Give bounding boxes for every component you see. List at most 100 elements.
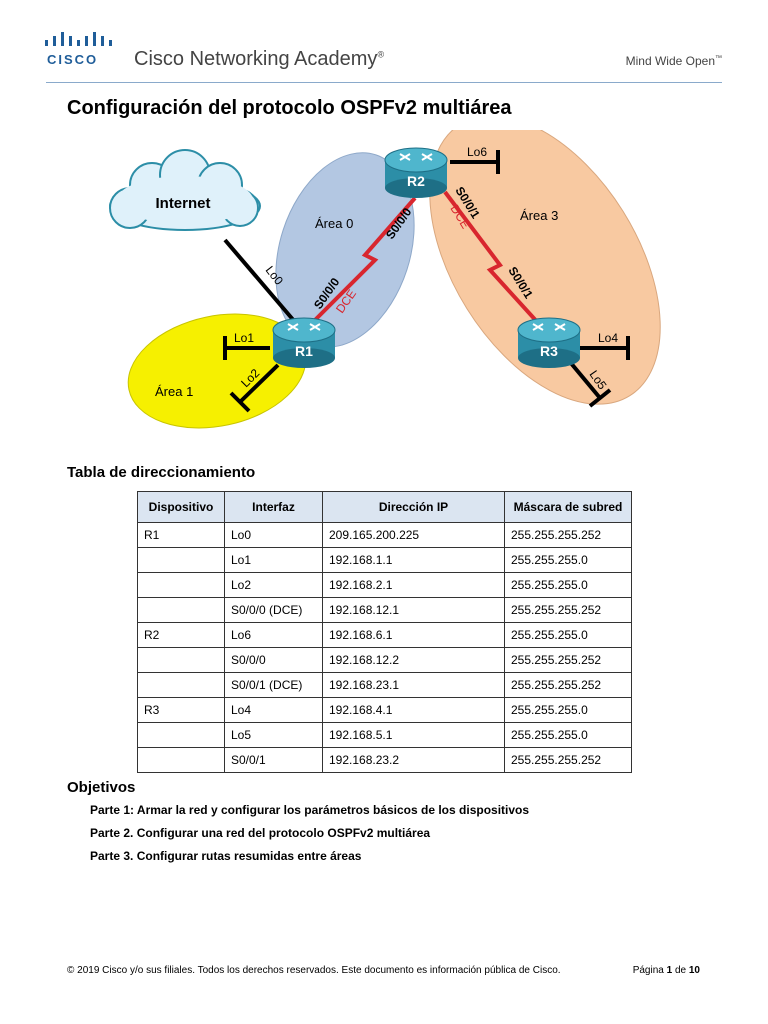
device-cell (137, 597, 225, 623)
cisco-logo-text: CISCO (47, 52, 99, 67)
cisco-logo-icon (45, 32, 112, 46)
column-header: Dirección IP (322, 491, 505, 523)
objectives-heading: Objetivos (67, 779, 136, 796)
tagline-text: Mind Wide Open (625, 54, 715, 68)
device-cell (137, 722, 225, 748)
area-3-ellipse (429, 130, 661, 405)
router-r1-icon (272, 317, 336, 368)
device-cell (137, 547, 225, 573)
serial-link-r2-r3 (443, 190, 542, 327)
ip-cell: 192.168.23.2 (322, 747, 505, 773)
ip-cell: 209.165.200.225 (322, 522, 505, 548)
area-3-label: Área 3 (520, 208, 558, 223)
device-cell: R1 (137, 522, 225, 548)
lo5-stub (568, 360, 612, 408)
addressing-heading: Tabla de direccionamiento (67, 464, 256, 481)
objective-item: Parte 2. Configurar una red del protocol… (90, 826, 431, 840)
lo1-label: Lo1 (234, 331, 254, 345)
page-total: 10 (688, 965, 700, 976)
page-title: Configuración del protocolo OSPFv2 multi… (67, 97, 512, 119)
router-r2-icon (384, 147, 448, 198)
ip-cell: 192.168.12.2 (322, 647, 505, 673)
interface-cell: Lo5 (224, 722, 323, 748)
objectives-list: Parte 1: Armar la red y configurar los p… (90, 803, 529, 872)
mask-cell: 255.255.255.252 (504, 672, 632, 698)
area-0-label: Área 0 (315, 216, 353, 231)
ip-cell: 192.168.4.1 (322, 697, 505, 723)
lo4-stub (580, 336, 630, 360)
lo0-link (223, 238, 297, 324)
device-cell (137, 672, 225, 698)
interface-cell: S0/0/0 (224, 647, 323, 673)
mask-cell: 255.255.255.252 (504, 747, 632, 773)
column-header: Interfaz (224, 491, 323, 523)
interface-cell: S0/0/0 (DCE) (224, 597, 323, 623)
column-header: Máscara de subred (504, 491, 632, 523)
tagline: Mind Wide Open™ (626, 54, 722, 68)
mask-cell: 255.255.255.0 (504, 572, 632, 598)
interface-cell: Lo0 (224, 522, 323, 548)
serial-link-r1-r2 (303, 196, 417, 332)
device-cell: R2 (137, 622, 225, 648)
lo6-label: Lo6 (467, 145, 487, 159)
mask-cell: 255.255.255.0 (504, 697, 632, 723)
ip-cell: 192.168.12.1 (322, 597, 505, 623)
area-1-label: Área 1 (155, 384, 193, 399)
page-label: Página (632, 965, 664, 976)
interface-cell: Lo4 (224, 697, 323, 723)
page-number: Página 1 de 10 (633, 965, 700, 976)
interface-cell: Lo6 (224, 622, 323, 648)
ip-cell: 192.168.2.1 (322, 572, 505, 598)
interface-cell: S0/0/1 (224, 747, 323, 773)
mask-cell: 255.255.255.252 (504, 597, 632, 623)
registered-mark: ® (377, 49, 385, 60)
mask-cell: 255.255.255.252 (504, 647, 632, 673)
device-cell (137, 647, 225, 673)
network-topology-diagram: Internet Lo0 S0/0/0 DCE S0/0/0 S0/0/1 DC… (109, 130, 661, 429)
router-r1-label: R1 (295, 343, 313, 359)
device-cell (137, 572, 225, 598)
table-header-row: Dispositivo Interfaz Dirección IP Máscar… (137, 491, 632, 523)
router-r3-label: R3 (540, 343, 558, 359)
cloud-fill (117, 176, 253, 224)
interface-cell: Lo2 (224, 572, 323, 598)
router-r2-label: R2 (407, 173, 425, 189)
mask-cell: 255.255.255.0 (504, 622, 632, 648)
lo6-stub (450, 150, 500, 174)
cloud-label: Internet (155, 195, 210, 212)
interface-cell: S0/0/1 (DCE) (224, 672, 323, 698)
column-header: Dispositivo (137, 491, 225, 523)
page-current: 1 (666, 965, 673, 976)
device-cell: R3 (137, 697, 225, 723)
router-r3-icon (517, 317, 581, 368)
academy-name: Cisco Networking Academy® (134, 48, 384, 71)
ip-cell: 192.168.6.1 (322, 622, 505, 648)
objective-item: Parte 1: Armar la red y configurar los p… (90, 803, 530, 817)
lo2-stub (229, 363, 280, 413)
page-of: de (674, 965, 687, 976)
trademark: ™ (715, 55, 722, 62)
header-divider (46, 82, 722, 83)
page-header: CISCO Cisco Networking Academy® Mind Wid… (0, 0, 768, 90)
device-cell (137, 747, 225, 773)
mask-cell: 255.255.255.252 (504, 522, 632, 548)
mask-cell: 255.255.255.0 (504, 547, 632, 573)
academy-name-text: Cisco Networking Academy (134, 48, 378, 70)
lo1-stub (223, 336, 270, 360)
interface-cell: Lo1 (224, 547, 323, 573)
copyright-footer: © 2019 Cisco y/o sus filiales. Todos los… (67, 965, 561, 976)
ip-cell: 192.168.1.1 (322, 547, 505, 573)
lo4-label: Lo4 (598, 331, 618, 345)
ip-cell: 192.168.23.1 (322, 672, 505, 698)
addressing-table: Dispositivo Interfaz Dirección IP Máscar… (137, 491, 632, 773)
